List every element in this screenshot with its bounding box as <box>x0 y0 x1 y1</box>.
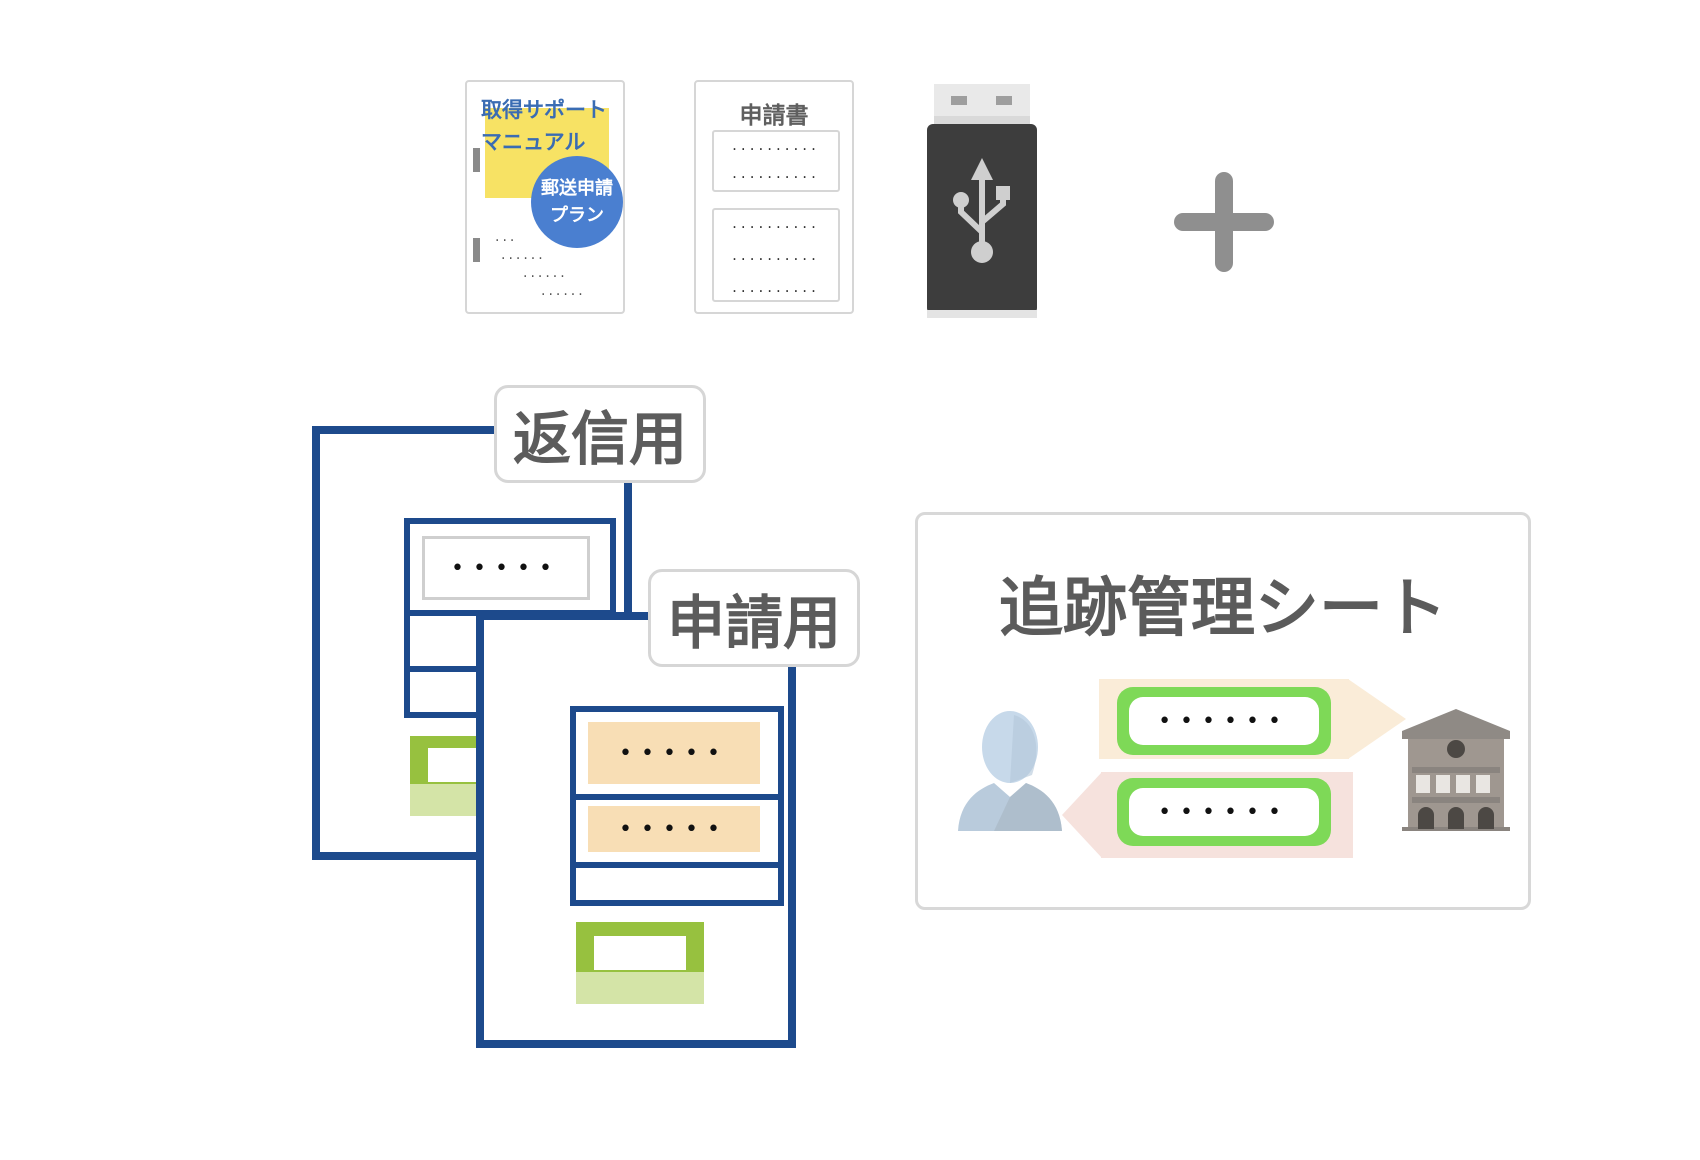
form-field-box-upper: .......... .......... <box>712 130 840 192</box>
form-dotted-line: .......... <box>732 214 820 232</box>
application-envelope-label: 申請用 <box>648 569 860 667</box>
apply-stamp-area-lower <box>576 972 704 1004</box>
mail-plan-badge: 郵送申請 プラン <box>531 156 623 248</box>
application-form-card: 申請書 .......... .......... .......... ...… <box>694 80 854 314</box>
manual-bullet-mark <box>473 238 480 262</box>
outgoing-message-pill: •••••• <box>1117 687 1331 755</box>
outgoing-message-dots: •••••• <box>1158 708 1290 734</box>
return-address-dots: ••••• <box>451 555 561 581</box>
apply-address-dots-2: ••••• <box>619 816 729 842</box>
manual-text-dots: ...... <box>523 265 568 281</box>
form-dotted-line: .......... <box>732 246 820 264</box>
application-envelope-address-frame: ••••• ••••• <box>570 706 784 906</box>
manual-title-line2: マニュアル <box>481 130 586 154</box>
tracking-sheet-panel: 追跡管理シート •••••• •••••• <box>915 512 1531 910</box>
plan-badge-line1: 郵送申請 <box>541 178 613 199</box>
return-address-field: ••••• <box>422 536 590 600</box>
incoming-arrow-head <box>1062 772 1102 858</box>
manual-text-dots: ...... <box>541 283 586 299</box>
manual-text-dots: ... <box>495 229 518 245</box>
plan-badge-line2: プラン <box>550 205 604 226</box>
apply-stamp-window <box>594 936 686 970</box>
form-dotted-line: .......... <box>732 278 820 296</box>
plus-icon <box>1174 172 1274 272</box>
outgoing-message-field: •••••• <box>1129 697 1319 745</box>
manual-title-line1: 取得サポート <box>481 98 607 122</box>
usb-icon <box>927 84 1037 318</box>
apply-address-field-1: ••••• <box>588 722 760 784</box>
manual-bullet-mark <box>473 148 480 172</box>
government-building-icon <box>1402 709 1510 831</box>
apply-address-dots-1: ••••• <box>619 740 729 766</box>
form-dotted-line: .......... <box>732 164 820 182</box>
apply-address-field-2: ••••• <box>588 806 760 852</box>
incoming-message-dots: •••••• <box>1158 799 1290 825</box>
return-envelope-label: 返信用 <box>494 385 706 483</box>
incoming-message-pill: •••••• <box>1117 778 1331 846</box>
user-icon <box>958 711 1062 831</box>
manual-text-dots: ...... <box>501 247 546 263</box>
address-divider <box>576 794 778 800</box>
tracking-sheet-title: 追跡管理シート <box>999 572 1447 646</box>
outgoing-arrow-head <box>1348 679 1406 759</box>
address-divider <box>576 862 778 868</box>
incoming-message-field: •••••• <box>1129 788 1319 836</box>
support-manual-card: 取得サポート マニュアル 郵送申請 プラン ... ...... ...... … <box>465 80 625 314</box>
application-envelope: ••••• ••••• <box>476 612 796 1048</box>
application-form-heading: 申請書 <box>739 103 809 129</box>
form-dotted-line: .......... <box>732 136 820 154</box>
form-field-box-lower: .......... .......... .......... <box>712 208 840 302</box>
